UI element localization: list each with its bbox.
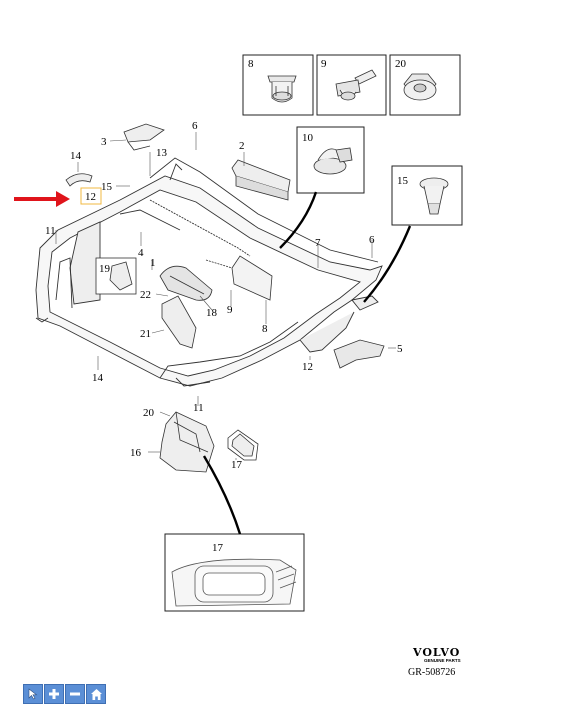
callout-line-17	[202, 455, 242, 535]
highlight-box[interactable]	[80, 187, 102, 205]
bracket-part-5	[333, 339, 385, 369]
part-labels: 14 12 3 13 15 6 2 11 4 1 19 22 21 18 9 8…	[45, 58, 409, 554]
volvo-logo: VOLVO GENUINE PARTS	[412, 646, 461, 663]
label-18[interactable]: 18	[206, 307, 218, 319]
seal-part-17	[227, 429, 259, 461]
inset-box-10[interactable]	[296, 126, 365, 194]
clip-part-10	[313, 147, 353, 175]
label-11b[interactable]: 11	[193, 402, 204, 414]
strip-part-8	[205, 255, 273, 301]
housing-part-16	[159, 411, 215, 473]
inset-label-10[interactable]: 10	[302, 132, 314, 144]
zoom-out-button[interactable]	[65, 684, 85, 704]
label-2[interactable]: 2	[239, 140, 245, 152]
parts-diagram: 14 12 3 13 15 6 2 11 4 1 19 22 21 18 9 8…	[14, 54, 463, 678]
seal-part-17-detail	[171, 558, 297, 607]
label-7[interactable]: 7	[315, 237, 321, 249]
inset-box-8[interactable]	[242, 54, 314, 116]
nut-part-20	[403, 73, 437, 101]
viewer-toolbar	[23, 684, 106, 704]
inset-label-17[interactable]: 17	[212, 542, 224, 554]
home-button[interactable]	[86, 684, 106, 704]
label-1[interactable]: 1	[150, 257, 156, 269]
minus-icon	[70, 692, 80, 696]
label-12a[interactable]: 12	[85, 191, 96, 203]
brand-sub: GENUINE PARTS	[424, 658, 461, 663]
label-17[interactable]: 17	[231, 459, 243, 471]
pointer-button[interactable]	[23, 684, 43, 704]
inset-box-17[interactable]	[164, 533, 305, 612]
label-11a[interactable]: 11	[45, 225, 56, 237]
inset-label-15[interactable]: 15	[397, 175, 409, 187]
grille-part-18	[159, 265, 213, 301]
label-12b[interactable]: 12	[302, 361, 313, 373]
bracket-part-21	[161, 295, 197, 349]
label-5[interactable]: 5	[397, 343, 403, 355]
plug-part-15	[419, 177, 449, 215]
plus-icon	[49, 689, 59, 699]
label-19[interactable]: 19	[99, 263, 111, 275]
inset-box-9[interactable]	[316, 54, 387, 116]
home-icon	[90, 688, 102, 700]
callout-line-10	[279, 191, 318, 249]
callout-line-15	[363, 225, 412, 303]
inset-box-20[interactable]	[389, 54, 461, 116]
label-9[interactable]: 9	[227, 304, 233, 316]
bracket-part-2	[231, 159, 291, 201]
label-16[interactable]: 16	[130, 447, 142, 459]
screw-part-9	[335, 69, 377, 101]
label-4[interactable]: 4	[138, 247, 144, 259]
part-19-detail	[95, 257, 137, 295]
label-3[interactable]: 3	[101, 136, 107, 148]
label-21[interactable]: 21	[140, 328, 151, 340]
inset-label-20[interactable]: 20	[395, 58, 407, 70]
label-22[interactable]: 22	[140, 289, 151, 301]
highlight-arrow-icon	[14, 191, 70, 207]
label-14a[interactable]: 14	[70, 150, 82, 162]
zoom-in-button[interactable]	[44, 684, 64, 704]
label-6b[interactable]: 6	[369, 234, 375, 246]
clip-part-14	[65, 173, 93, 187]
label-8[interactable]: 8	[262, 323, 268, 335]
label-13[interactable]: 13	[156, 147, 168, 159]
clip-part-8	[267, 75, 297, 103]
brand-name: VOLVO	[412, 646, 460, 659]
label-15[interactable]: 15	[101, 181, 113, 193]
inset-label-8[interactable]: 8	[248, 58, 254, 70]
inset-label-9[interactable]: 9	[321, 58, 327, 70]
label-6a[interactable]: 6	[192, 120, 198, 132]
bracket-part-3	[123, 123, 165, 151]
cursor-icon	[28, 688, 38, 700]
label-14b[interactable]: 14	[92, 372, 104, 384]
reference-number: GR-508726	[408, 667, 455, 678]
leader-lines	[55, 132, 396, 460]
label-20[interactable]: 20	[143, 407, 155, 419]
inset-box-15[interactable]	[391, 165, 463, 226]
